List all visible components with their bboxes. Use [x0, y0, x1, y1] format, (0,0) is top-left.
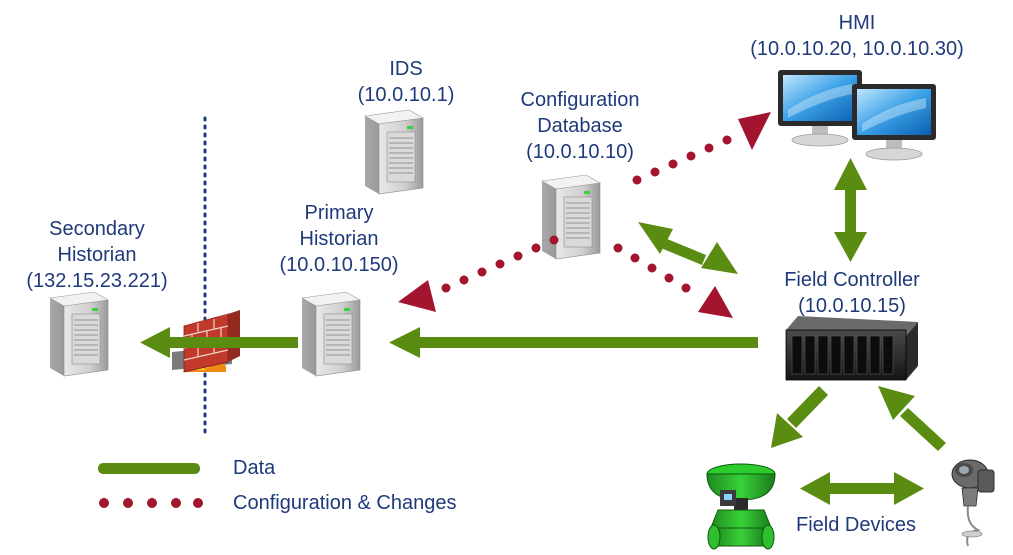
primary-historian-ip: (10.0.10.150): [279, 254, 399, 276]
ids-name: IDS: [389, 58, 423, 80]
config-arrow-configdb-to-controller: [613, 243, 733, 318]
legend-config-dots: [99, 498, 203, 508]
primary-historian-label: Primary Historian (10.0.10.150): [280, 200, 399, 278]
hmi-monitor-1-icon: [777, 69, 863, 147]
config-flow-arrows: [99, 112, 771, 508]
config-arrow-configdb-to-primary: [398, 235, 559, 312]
hmi-name: HMI: [838, 12, 876, 34]
config-arrow-configdb-to-hmi: [632, 112, 771, 185]
control-valve-icon: [706, 463, 776, 550]
hmi-monitor-2-icon: [851, 83, 937, 161]
legend-config-text: Configuration & Changes: [233, 492, 457, 514]
secondary-historian-name-line2: Historian: [57, 244, 137, 266]
secondary-historian-server-icon: [49, 291, 109, 377]
data-arrowhead-secondary: [140, 327, 170, 358]
field-controller-name: Field Controller: [784, 269, 920, 291]
configuration-database-name-line1: Configuration: [520, 89, 640, 111]
legend-data-text: Data: [233, 457, 276, 479]
data-arrow-hmi-controller: [845, 188, 856, 234]
hmi-label: HMI (10.0.10.20, 10.0.10.30): [750, 10, 964, 62]
field-controller-ip: (10.0.10.15): [798, 295, 906, 317]
primary-historian-name-line1: Primary: [304, 202, 374, 224]
primary-historian-server-icon: [301, 291, 361, 377]
data-arrow-transmitter-to-controller: [878, 386, 946, 451]
data-arrow-controller-to-primary: [418, 337, 758, 348]
ids-ip: (10.0.10.1): [357, 84, 455, 106]
data-arrow-primary-to-secondary: [168, 337, 298, 348]
secondary-historian-name-line1: Secondary: [49, 218, 145, 240]
data-arrowhead-primary: [389, 327, 420, 358]
field-devices-label: Field Devices: [796, 512, 916, 538]
data-arrow-valve-transmitter: [800, 472, 924, 505]
hmi-ip: (10.0.10.20, 10.0.10.30): [750, 38, 964, 60]
data-arrow-controller-to-valve: [771, 386, 828, 448]
secondary-historian-label: Secondary Historian (132.15.23.221): [26, 216, 167, 294]
configuration-database-label: Configuration Database (10.0.10.10): [521, 87, 640, 165]
secondary-historian-ip: (132.15.23.221): [26, 270, 168, 292]
pressure-transmitter-icon: [951, 459, 995, 547]
configuration-database-server-icon: [541, 174, 601, 260]
primary-historian-name-line2: Historian: [299, 228, 379, 250]
data-arrow-configdb-controller: [638, 222, 738, 274]
field-controller-icon: [785, 316, 918, 381]
configuration-database-name-line2: Database: [537, 115, 623, 137]
ids-server-icon: [364, 109, 424, 195]
legend-data-line: [98, 463, 200, 474]
configuration-database-ip: (10.0.10.10): [526, 141, 634, 163]
ids-label: IDS (10.0.10.1): [358, 56, 455, 108]
field-controller-label: Field Controller (10.0.10.15): [784, 267, 920, 319]
data-flow-arrows: [98, 158, 946, 505]
field-devices-name: Field Devices: [795, 514, 917, 536]
